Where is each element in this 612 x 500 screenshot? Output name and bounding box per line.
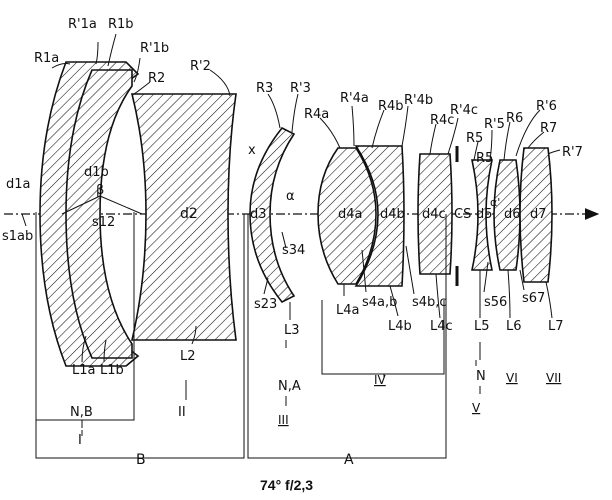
label-r1b: R1b [108, 17, 134, 32]
label-r4b-prime: R'4b [404, 93, 433, 108]
label-l5: L5 [474, 319, 490, 334]
beta-line-1 [61, 195, 101, 215]
label-r1a: R1a [34, 51, 59, 66]
label-r7-prime: R'7 [562, 145, 583, 160]
label-x: x [248, 143, 256, 158]
label-r2-prime: R'2 [190, 59, 211, 74]
label-r4a-prime: R'4a [340, 91, 369, 106]
label-s67: s67 [522, 291, 545, 306]
label-d1a: d1a [6, 177, 31, 192]
label-l3: L3 [284, 323, 300, 338]
label-l1b: L1b [100, 363, 124, 378]
diagram-labels: R1a R'1a R1b R'1b R2 R'2 R3 R'3 R4a R'4a… [2, 17, 583, 493]
label-r4a: R4a [304, 107, 329, 122]
label-s34: s34 [282, 243, 305, 258]
label-r7: R7 [540, 121, 557, 136]
lens-l7 [519, 147, 553, 283]
label-d3: d3 [250, 207, 267, 222]
label-s56: s56 [484, 295, 507, 310]
label-group-1: I [78, 433, 82, 448]
lens-l4a [317, 147, 377, 285]
label-s4ab: s4a,b [362, 295, 397, 310]
label-beta: β [96, 183, 104, 198]
label-alpha: α [286, 189, 295, 204]
label-na: N,A [278, 379, 301, 394]
lens-l2 [130, 93, 237, 341]
label-r2: R2 [148, 71, 165, 86]
label-r1b-prime: R'1b [140, 41, 169, 56]
label-s1ab: s1ab [2, 229, 33, 244]
label-group-4: IV [374, 373, 387, 387]
label-r4c-prime: R'4c [450, 103, 478, 118]
beta-line-2 [99, 195, 143, 215]
label-l4c: L4c [430, 319, 453, 334]
label-a: A [344, 452, 354, 468]
label-d6: d6 [504, 207, 521, 222]
group-brackets [35, 212, 477, 459]
label-r6-prime: R'6 [536, 99, 557, 114]
lens-l3 [249, 126, 296, 304]
label-group-6: VI [506, 371, 518, 385]
label-l1a: L1a [72, 363, 95, 378]
label-cs: CS [454, 207, 471, 222]
figure-caption: 74° f/2,3 [260, 477, 313, 493]
label-r5-prime: R'5 [484, 117, 505, 132]
label-l7: L7 [548, 319, 564, 334]
label-s12: s12 [92, 215, 115, 230]
label-group-3: III [278, 413, 289, 427]
label-group-5: V [472, 401, 481, 415]
label-s23: s23 [254, 297, 277, 312]
label-alpha-prime: α' [490, 196, 500, 209]
label-r3-prime: R'3 [290, 81, 311, 96]
lens-l5 [471, 159, 493, 271]
label-r5-second: R5 [476, 151, 493, 166]
label-r1a-prime: R'1a [68, 17, 97, 32]
label-r5: R5 [466, 131, 483, 146]
lens-l4c [417, 153, 453, 275]
lens-l1b [65, 69, 133, 359]
label-nb: N,B [70, 405, 93, 420]
label-b: B [136, 452, 146, 468]
label-n: N [476, 369, 486, 384]
label-group-7: VII [546, 371, 561, 385]
label-r6: R6 [506, 111, 523, 126]
label-group-2: II [178, 405, 186, 420]
label-s4bc: s4b,c [412, 295, 447, 310]
label-d4a: d4a [338, 207, 363, 222]
lens-l6 [493, 159, 521, 271]
label-d4b: d4b [380, 207, 405, 222]
lens-l4b [354, 145, 405, 287]
label-d7: d7 [530, 207, 547, 222]
label-r4c: R4c [430, 113, 454, 128]
label-l4b: L4b [388, 319, 412, 334]
label-d2: d2 [180, 206, 198, 222]
label-r4b: R4b [378, 99, 404, 114]
tick-marks [81, 340, 481, 436]
label-r3: R3 [256, 81, 273, 96]
label-l6: L6 [506, 319, 522, 334]
label-d1b: d1b [84, 165, 109, 180]
label-d4c: d4c [422, 207, 446, 222]
leader-lines [21, 33, 561, 363]
label-l4a: L4a [336, 303, 359, 318]
label-l2: L2 [180, 349, 196, 364]
label-d5: d5 [476, 207, 493, 222]
